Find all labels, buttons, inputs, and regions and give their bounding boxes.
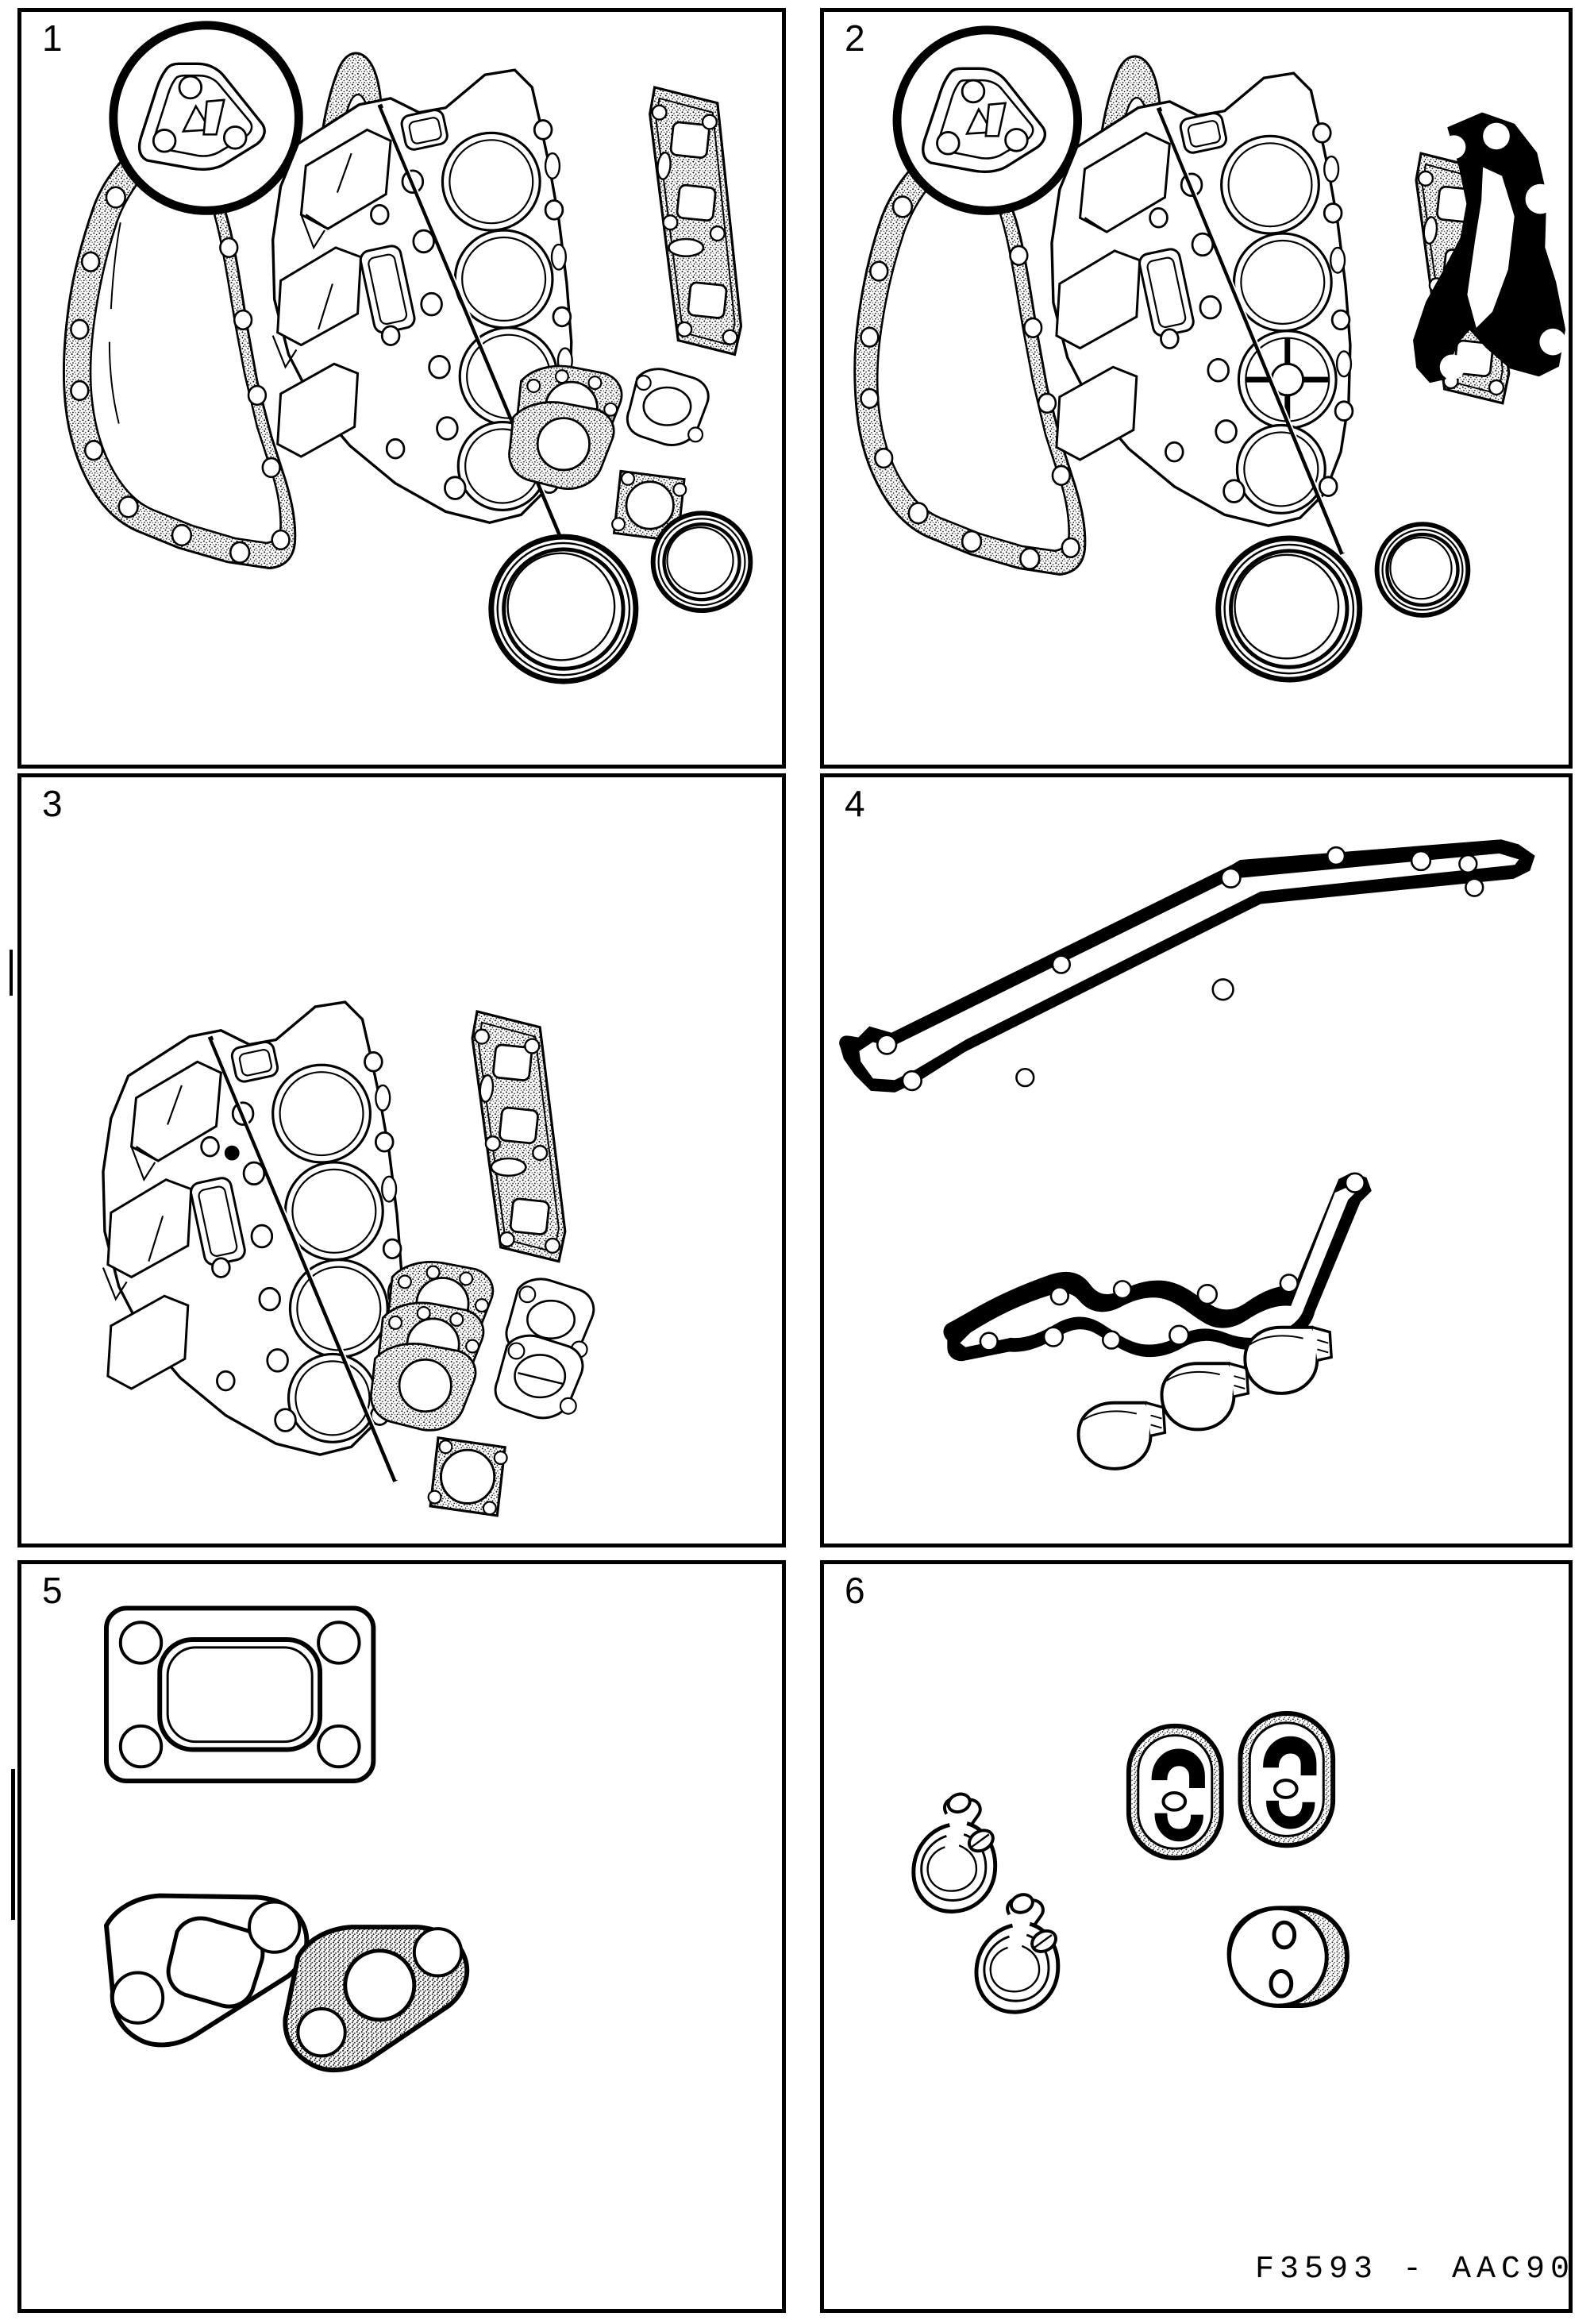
panel-2-artwork [824, 12, 1569, 765]
figure-caption: F3593 - AAC90 [1254, 2252, 1575, 2287]
panel-1-artwork [21, 12, 782, 765]
panel-5-artwork [21, 1564, 782, 2309]
panel-1: 1 [17, 8, 786, 769]
panel-1-number: 1 [42, 17, 63, 59]
panel-2: 2 [820, 8, 1573, 769]
page-edge-tick-upper [10, 950, 13, 996]
panel-6-artwork [824, 1564, 1569, 2309]
panel-4-number: 4 [845, 783, 865, 824]
panel-6: 6 [820, 1560, 1573, 2313]
panel-3-artwork [21, 777, 782, 1544]
page-edge-tick-lower [11, 1769, 15, 1920]
panel-4-artwork [824, 777, 1569, 1544]
panel-3: 3 [17, 773, 786, 1547]
panel-3-number: 3 [42, 783, 63, 824]
panel-6-number: 6 [845, 1570, 865, 1611]
panel-grid: 1 [17, 8, 1580, 2313]
panel-5-number: 5 [42, 1570, 63, 1611]
panel-5: 5 [17, 1560, 786, 2313]
panel-4: 4 [820, 773, 1573, 1547]
panel-2-number: 2 [845, 17, 865, 59]
